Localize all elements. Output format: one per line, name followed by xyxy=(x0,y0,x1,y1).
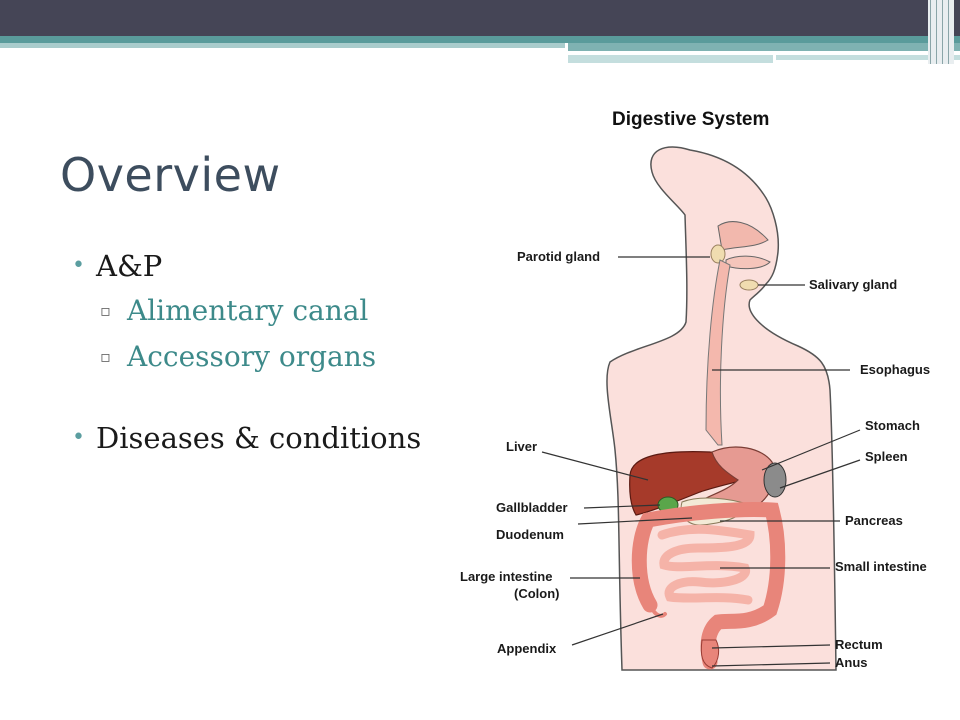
label-gallbladder: Gallbladder xyxy=(496,500,568,515)
bullet-list: • A&P ▫ Alimentary canal ▫ Accessory org… xyxy=(72,244,421,460)
tongue xyxy=(725,255,771,270)
sub-bullet-item: ▫ Accessory organs xyxy=(72,334,421,380)
sub-bullet-text: Alimentary canal xyxy=(127,294,369,327)
rectum xyxy=(700,639,720,669)
top-bar xyxy=(0,0,960,36)
bullet-text: Diseases & conditions xyxy=(96,421,422,455)
square-bullet-icon: ▫ xyxy=(100,301,111,320)
nasal-cavity xyxy=(717,221,769,251)
label-spleen: Spleen xyxy=(865,449,908,464)
label-pancreas: Pancreas xyxy=(845,513,903,528)
label-liver: Liver xyxy=(506,439,537,454)
label-duodenum: Duodenum xyxy=(496,527,564,542)
square-bullet-icon: ▫ xyxy=(100,347,111,366)
small-intestine xyxy=(657,524,755,605)
bullet-text: A&P xyxy=(96,249,163,283)
label-small-intestine: Small intestine xyxy=(835,559,927,574)
bullet-dot-icon: • xyxy=(72,425,85,450)
bullet-item: • A&P xyxy=(72,244,421,288)
accent-stripe xyxy=(0,36,960,43)
salivary-gland xyxy=(739,279,759,291)
label-colon: (Colon) xyxy=(514,586,559,601)
label-stomach: Stomach xyxy=(865,418,920,433)
label-large-intestine: Large intestine xyxy=(460,569,552,584)
label-anus: Anus xyxy=(835,655,868,670)
decorative-lines xyxy=(928,0,954,64)
digestive-system-diagram: Digestive System Parotid gland Salivary … xyxy=(460,109,930,671)
accent-stripe xyxy=(776,55,960,60)
sub-bullet-text: Accessory organs xyxy=(127,340,377,373)
bullet-dot-icon: • xyxy=(72,253,85,278)
accent-stripe xyxy=(0,43,565,48)
accent-stripe xyxy=(568,43,960,51)
label-rectum: Rectum xyxy=(835,637,883,652)
label-parotid-gland: Parotid gland xyxy=(517,249,600,264)
sub-bullet-item: ▫ Alimentary canal xyxy=(72,288,421,334)
large-intestine xyxy=(631,501,786,670)
slide-title: Overview xyxy=(60,148,281,202)
label-appendix: Appendix xyxy=(497,641,557,656)
label-salivary-gland: Salivary gland xyxy=(809,277,897,292)
accent-stripe xyxy=(568,55,773,63)
bullet-item: • Diseases & conditions xyxy=(72,416,421,460)
label-esophagus: Esophagus xyxy=(860,362,930,377)
parotid-gland xyxy=(710,244,726,264)
diagram-title: Digestive System xyxy=(612,109,769,130)
esophagus xyxy=(705,259,731,446)
spleen xyxy=(763,462,787,498)
